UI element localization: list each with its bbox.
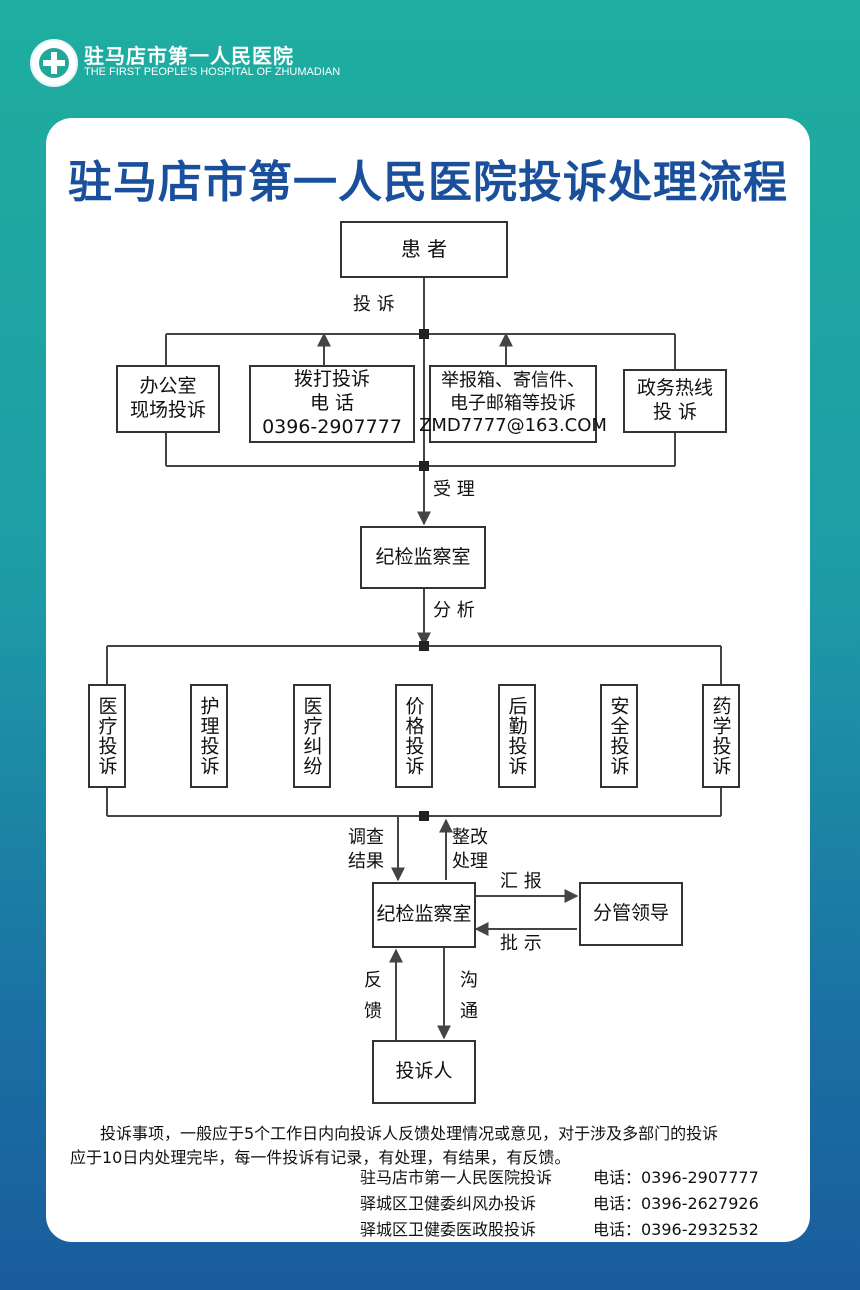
footer-note-line-2: 应于10日内处理完毕，每一件投诉有记录，有处理，有结果，有反馈。 — [70, 1148, 571, 1167]
node-category-nursing: 护理投诉 — [190, 684, 228, 788]
hospital-name-cn: 驻马店市第一人民医院 — [84, 44, 294, 68]
node-complainant: 投诉人 — [372, 1040, 476, 1104]
contact-org-1: 驻马店市第一人民医院投诉 — [360, 1168, 553, 1187]
hospital-logo-icon — [30, 39, 78, 87]
contact-org-3: 驿城区卫健委医政股投诉 — [360, 1220, 537, 1239]
label-complain: 投 诉 — [353, 294, 395, 315]
footer-note-line-1: 投诉事项，一般应于5个工作日内向投诉人反馈处理情况或意见，对于涉及多部门的投诉 — [100, 1124, 719, 1143]
label-accept: 受 理 — [433, 479, 475, 500]
node-category-safety: 安全投诉 — [600, 684, 638, 788]
contact-phone-1: 电话：0396-2907777 — [593, 1168, 759, 1187]
label-analyze: 分 析 — [433, 600, 475, 621]
flowchart-card: 驻马店市第一人民医院投诉处理流程 — [46, 118, 810, 1242]
node-discipline-office-2: 纪检监察室 — [372, 882, 476, 948]
node-discipline-office-1: 纪检监察室 — [360, 526, 486, 589]
node-category-logistics: 后勤投诉 — [498, 684, 536, 788]
node-category-dispute: 医疗纠纷 — [293, 684, 331, 788]
contact-org-2: 驿城区卫健委纠风办投诉 — [360, 1194, 537, 1213]
label-investigate: 调查结果 — [348, 827, 384, 873]
page-title: 驻马店市第一人民医院投诉处理流程 — [68, 157, 788, 208]
node-patient: 患 者 — [340, 221, 508, 278]
label-feedback: 反馈 — [364, 970, 382, 1022]
label-report: 汇 报 — [500, 871, 542, 892]
node-office-complaint: 办公室现场投诉 — [116, 365, 220, 433]
contact-phone-2: 电话：0396-2627926 — [593, 1194, 759, 1213]
node-hotline-complaint: 政务热线投 诉 — [623, 369, 727, 433]
node-leader: 分管领导 — [579, 882, 683, 946]
label-communicate: 沟通 — [460, 970, 478, 1022]
contact-phone-3: 电话：0396-2932532 — [593, 1220, 759, 1239]
label-rectify: 整改处理 — [452, 827, 488, 873]
node-category-pharmacy: 药学投诉 — [702, 684, 740, 788]
label-instruct: 批 示 — [500, 933, 542, 954]
hospital-name-en: THE FIRST PEOPLE'S HOSPITAL OF ZHUMADIAN — [84, 66, 341, 78]
node-category-price: 价格投诉 — [395, 684, 433, 788]
flow-connectors — [106, 278, 722, 1040]
node-category-medical: 医疗投诉 — [88, 684, 126, 788]
